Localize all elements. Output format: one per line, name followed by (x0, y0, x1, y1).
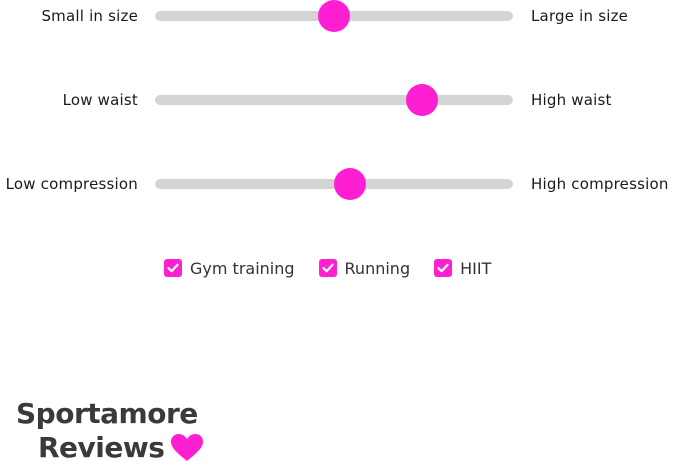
gym-training-label: Gym training (190, 258, 295, 278)
waist-slider-min-label: Low waist (62, 91, 138, 109)
size-slider-thumb[interactable] (318, 0, 350, 32)
waist-slider-track[interactable] (155, 84, 513, 116)
compression-slider-thumb[interactable] (334, 168, 367, 200)
size-slider-row: Small in size Large in size (0, 0, 676, 32)
gym-training-checkbox[interactable]: Gym training (164, 259, 295, 278)
size-slider-min-label: Small in size (41, 7, 138, 25)
waist-slider-row: Low waist High waist (0, 84, 676, 116)
hiit-label: HIIT (460, 258, 492, 278)
compression-slider-max-label: High compression (531, 175, 669, 193)
brand-logo: Sportamore Reviews (16, 397, 204, 465)
heart-icon (171, 434, 204, 461)
size-slider-max-label: Large in size (531, 7, 629, 25)
waist-slider-thumb[interactable] (405, 84, 438, 116)
compression-slider-min-label: Low compression (5, 175, 138, 193)
checkmark-icon[interactable] (318, 259, 337, 277)
brand-name: Sportamore (16, 397, 198, 430)
waist-slider-max-label: High waist (531, 91, 612, 109)
size-slider-track[interactable] (155, 0, 513, 32)
running-checkbox[interactable]: Running (318, 258, 411, 278)
activity-checkbox-group: Gym training Running HIIT (164, 256, 491, 280)
checkmark-icon[interactable] (434, 259, 453, 277)
brand-subtitle: Reviews (38, 431, 165, 464)
hiit-checkbox[interactable]: HIIT (434, 259, 491, 278)
compression-slider-row: Low compression High compression (0, 168, 676, 200)
running-label: Running (344, 258, 411, 278)
compression-slider-track[interactable] (155, 168, 513, 200)
checkmark-icon[interactable] (164, 259, 182, 277)
